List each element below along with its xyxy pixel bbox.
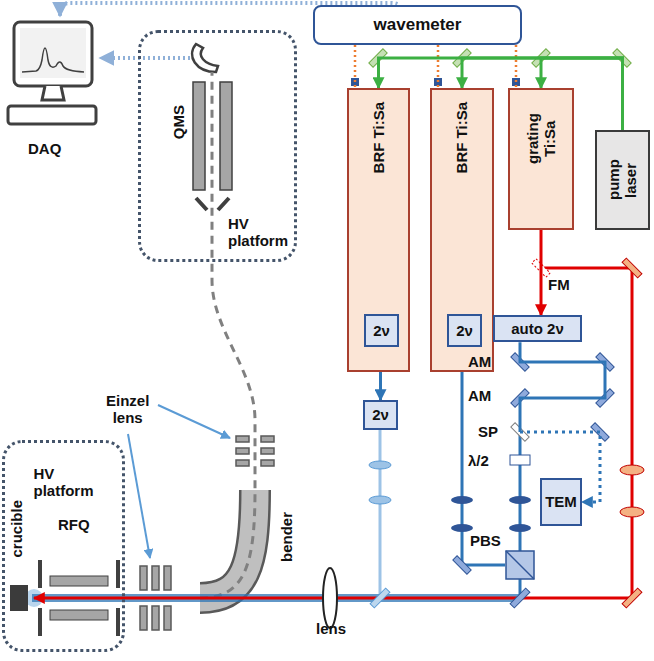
part-label: DAQ bbox=[28, 140, 61, 157]
laser-box: pump laser bbox=[595, 130, 650, 230]
beam-segment bbox=[379, 372, 382, 400]
ion-detector bbox=[192, 44, 218, 72]
daq-computer bbox=[8, 22, 96, 124]
node-text: 2ν bbox=[372, 406, 389, 423]
part-label: RFQ bbox=[58, 516, 90, 533]
bender bbox=[200, 490, 255, 598]
laser-box: BRF Ti:Sa 2ν bbox=[347, 88, 410, 372]
beam-connector bbox=[438, 45, 439, 88]
part-label: crucible bbox=[8, 500, 25, 558]
part-label: Einzel lens bbox=[106, 392, 149, 427]
beam-segment bbox=[540, 230, 543, 315]
ion-path bbox=[200, 72, 255, 598]
part-label: QMS bbox=[170, 105, 187, 139]
doubler-box: 2ν bbox=[364, 314, 399, 347]
beam-connector bbox=[380, 372, 381, 400]
laser-beams bbox=[32, 268, 632, 598]
node-text: auto 2ν bbox=[511, 320, 564, 337]
part-label: PBS bbox=[470, 532, 501, 549]
beam-connector bbox=[541, 230, 542, 315]
node-text: grating Ti:Sa bbox=[524, 102, 559, 176]
doubler-box: 2ν bbox=[447, 314, 482, 347]
node-text: BRF Ti:Sa bbox=[453, 102, 470, 173]
part-label: SP bbox=[478, 423, 498, 440]
doubler-box: 2ν bbox=[363, 400, 398, 430]
part-label: bender bbox=[278, 512, 295, 562]
node-text: pump laser bbox=[605, 150, 640, 210]
laser-box: grating Ti:Sa bbox=[508, 88, 574, 230]
beam-segment bbox=[520, 342, 605, 432]
leader-line bbox=[128, 405, 230, 558]
node-text: 2ν bbox=[373, 322, 390, 339]
node-text: BRF Ti:Sa bbox=[370, 102, 387, 173]
detector-box: TEM bbox=[540, 478, 582, 526]
node-text: HV platform bbox=[34, 465, 94, 500]
instrument-box: wavemeter bbox=[313, 5, 522, 45]
beam-connector bbox=[355, 45, 356, 88]
node-text: HV platform bbox=[228, 215, 288, 250]
beam-segment bbox=[515, 45, 518, 88]
doubler-box: auto 2ν bbox=[493, 315, 582, 342]
part-label: lens bbox=[316, 620, 346, 637]
beam-segment bbox=[437, 45, 440, 88]
beam-connector bbox=[379, 58, 623, 130]
laser-box: BRF Ti:Sa 2ν bbox=[430, 88, 494, 372]
node-text: 2ν bbox=[456, 322, 473, 339]
node-text: TEM bbox=[545, 493, 577, 510]
beam-segment bbox=[379, 58, 623, 130]
part-label: λ/2 bbox=[468, 452, 489, 469]
part-label: AM bbox=[468, 387, 491, 404]
part-label: AM bbox=[468, 353, 491, 370]
node-text: wavemeter bbox=[374, 15, 462, 35]
part-label: FM bbox=[548, 276, 570, 293]
beam-segment bbox=[354, 45, 357, 88]
platform-region: HV platform bbox=[138, 30, 297, 262]
beam-connector bbox=[516, 45, 517, 88]
